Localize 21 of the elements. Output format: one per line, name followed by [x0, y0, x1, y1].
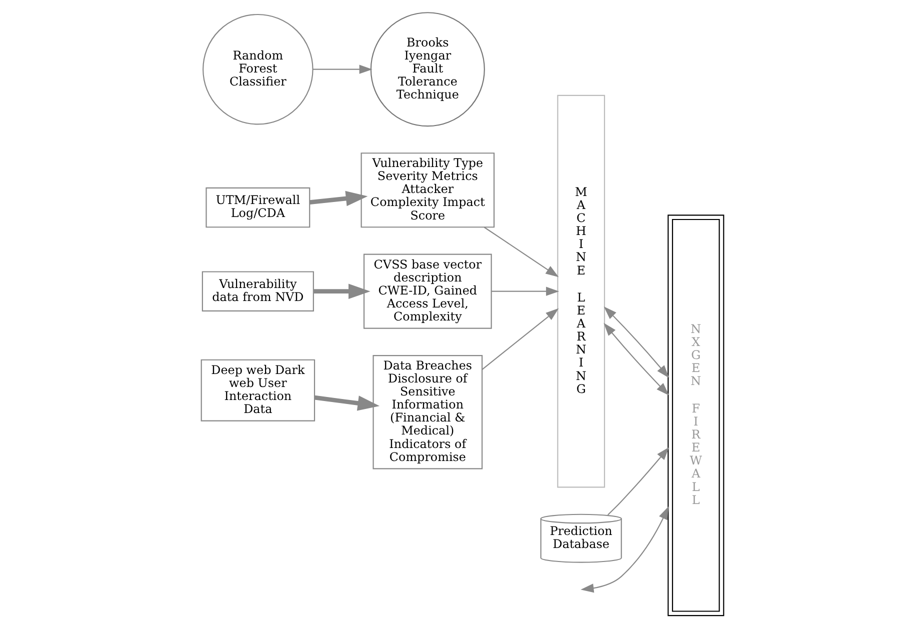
arrow — [603, 306, 669, 378]
node-circle: Brooks Iyengar Fault Tolerance Technique — [370, 12, 484, 127]
arrow — [603, 322, 669, 396]
node-circle: Random Forest Classifier — [202, 14, 313, 125]
arrow — [580, 506, 668, 593]
node-box: Data Breaches Disclosure of Sensitive Information (Financial & Medical) Indicators of Compromise — [372, 354, 482, 470]
arrow — [313, 284, 370, 299]
arrow — [483, 226, 558, 278]
arrow — [312, 64, 372, 74]
node-box: NXGEN FIREWALL — [667, 214, 724, 616]
arrow — [491, 286, 559, 296]
arrow — [314, 395, 380, 411]
node-box: Vulnerability Type Severity Metrics Attacker Complexity Impact Score — [360, 152, 494, 228]
arrow — [481, 308, 558, 370]
node-box: MACHINE LEARNING — [556, 94, 605, 488]
node-box: UTM/Firewall Log/CDA — [205, 187, 310, 228]
node-box: CVSS base vector description CWE-ID, Gained Access Level, Complexity — [362, 254, 492, 329]
arrow — [309, 190, 368, 206]
node-box: Deep web Dark web User Interaction Data — [200, 359, 315, 422]
node-box: Vulnerability data from NVD — [201, 271, 314, 312]
arrow — [606, 447, 669, 516]
